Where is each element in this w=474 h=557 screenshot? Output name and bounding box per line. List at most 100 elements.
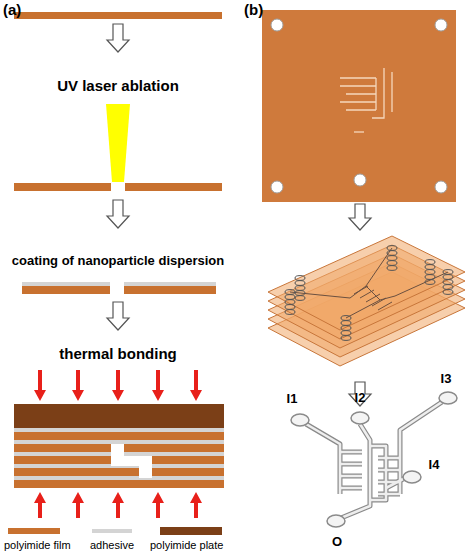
layer-stack [295, 276, 305, 281]
coated-film [124, 286, 216, 294]
ablated-film [14, 183, 222, 191]
patterned-sheet [271, 19, 283, 31]
layer-stack [425, 260, 435, 265]
layer-stack [285, 246, 453, 341]
layer-stack [425, 270, 435, 275]
pressure-arrow [152, 370, 164, 401]
channel-network [370, 446, 386, 500]
channel-network [341, 424, 370, 518]
patterned-sheet [435, 19, 447, 31]
step-label: coating of nanoparticle dispersion [12, 254, 224, 268]
coated-film [22, 282, 110, 286]
coated-film [124, 282, 216, 286]
pressure-arrow [34, 370, 46, 401]
process-arrow [349, 204, 371, 230]
layer-stack [285, 290, 295, 295]
channel-network [403, 471, 421, 483]
patterned-sheet [262, 10, 456, 202]
layer-stack [295, 296, 305, 301]
channel-network [291, 392, 457, 527]
layer-stack [285, 305, 295, 310]
layer-stack [425, 275, 435, 280]
channel-network [378, 458, 400, 494]
channel-network [327, 515, 345, 527]
channel-network [340, 452, 362, 488]
layer-stack [285, 300, 295, 305]
channel-network [291, 414, 309, 426]
channel-network [370, 446, 386, 500]
layer-stack [285, 310, 295, 315]
outlet-label: O [332, 535, 342, 549]
layer-stack [285, 295, 295, 300]
pressure-arrow [72, 370, 84, 401]
layer-stack [372, 298, 386, 306]
patterned-sheet [271, 181, 283, 193]
polyimide-plate [14, 404, 224, 428]
bonded-stack [14, 468, 224, 476]
layer-stack [341, 316, 351, 321]
layer-stack [341, 336, 351, 341]
layer-stack [341, 321, 351, 326]
layer-stack [443, 270, 453, 275]
pressure-arrow [112, 492, 124, 518]
ablated-film [14, 183, 111, 191]
channel-network [400, 402, 442, 494]
layer-stack [443, 285, 453, 290]
patterned-sheet [271, 19, 447, 193]
inlet-label: I3 [441, 372, 452, 386]
channel-network [306, 424, 340, 494]
layer-stack [387, 261, 397, 266]
bonded-stack [139, 456, 152, 478]
pressure-arrow [34, 370, 202, 518]
layer-stack [360, 290, 374, 298]
bonded-stack [14, 476, 224, 480]
inlet-label: I2 [355, 391, 366, 405]
channel-network [351, 412, 369, 424]
bonded-stack [14, 428, 224, 488]
layer-stack [268, 236, 465, 330]
layer-stack [354, 286, 368, 294]
patterned-sheet [262, 10, 456, 202]
layer-stack [295, 286, 305, 291]
layer-stack [443, 275, 453, 280]
process-arrow [107, 200, 129, 228]
pressure-arrow [72, 492, 84, 518]
film-sheet [14, 12, 222, 19]
layer-stack [290, 248, 448, 318]
inlet-label: I1 [287, 392, 298, 406]
layer-stack [443, 290, 453, 295]
layer-stack [378, 302, 392, 310]
layer-stack [366, 294, 380, 302]
layer-stack [295, 281, 305, 286]
pressure-arrow [190, 492, 202, 518]
panel-label: (a) [3, 2, 21, 19]
layer-stack [341, 326, 351, 331]
legend-text: polyimide plate [150, 539, 223, 551]
patterned-sheet [435, 181, 447, 193]
pressure-arrow [112, 370, 124, 401]
legend-swatch [92, 529, 132, 533]
layer-stack [443, 280, 453, 285]
layer-stack [295, 291, 305, 296]
patterned-sheet [340, 68, 392, 132]
layer-stack [425, 280, 435, 285]
ablated-film [125, 183, 222, 191]
bonded-stack [14, 428, 224, 432]
bonded-stack [14, 480, 224, 488]
legend-swatch [160, 527, 222, 535]
layer-stack [387, 256, 397, 261]
laser-beam [106, 104, 130, 182]
laser-beam [106, 104, 130, 182]
layer-stack [387, 266, 397, 271]
patterned-sheet [340, 78, 376, 110]
step-label: UV laser ablation [57, 78, 179, 95]
film-sheet [14, 12, 222, 19]
layer-stack [425, 265, 435, 270]
layer-stack [268, 236, 465, 366]
channel-network [439, 392, 457, 404]
step-label: thermal bonding [59, 346, 177, 363]
bonded-stack [14, 440, 224, 444]
process-arrow [107, 302, 129, 330]
inlet-label: I4 [429, 458, 440, 472]
